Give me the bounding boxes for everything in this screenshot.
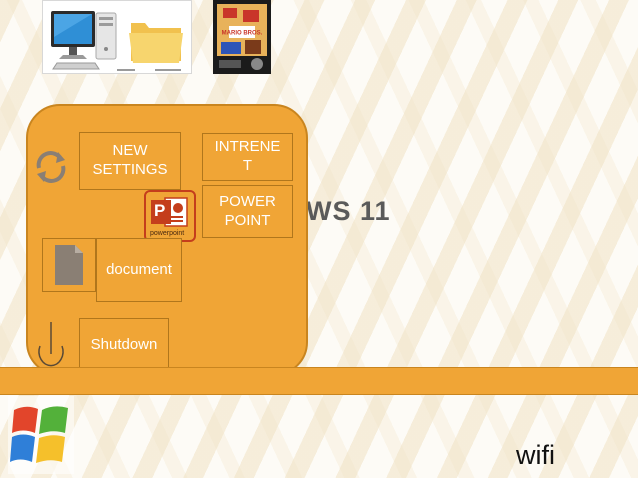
power-icon[interactable] — [34, 320, 68, 368]
windows-logo-icon[interactable] — [8, 396, 74, 474]
powerpoint-icon[interactable]: P powerpoint — [144, 190, 196, 242]
mario-title: MARIO BROS. — [222, 31, 263, 37]
shutdown-label: Shutdown — [90, 335, 158, 353]
refresh-icon[interactable] — [31, 148, 71, 186]
internet-label: INTRENE T — [214, 138, 281, 174]
internet-tile[interactable]: INTRENE T — [202, 133, 293, 181]
background-title: WS 11 — [306, 196, 391, 226]
computer-folder-thumbnail[interactable] — [42, 0, 192, 74]
monitor-icon — [51, 11, 183, 71]
new-settings-label: NEW SETTINGS — [92, 142, 168, 178]
mario-cover-icon: MARIO BROS. — [213, 0, 271, 74]
document-icon-tile[interactable] — [42, 238, 96, 292]
document-icon — [55, 245, 83, 285]
power-point-label: POWER POINT — [219, 192, 276, 229]
new-settings-tile[interactable]: NEW SETTINGS — [79, 132, 181, 190]
shutdown-tile[interactable]: Shutdown — [79, 318, 169, 372]
document-tile[interactable]: document — [96, 238, 182, 302]
powerpoint-caption: powerpoint — [150, 230, 185, 237]
powerpoint-logo-graphic — [151, 197, 188, 227]
power-point-tile[interactable]: POWER POINT — [202, 185, 293, 238]
document-label: document — [106, 260, 172, 278]
mario-bros-thumbnail[interactable]: MARIO BROS. — [213, 0, 271, 74]
powerpoint-letter: P — [154, 201, 166, 220]
wifi-label[interactable]: wifi — [516, 440, 555, 470]
taskbar — [0, 367, 638, 395]
